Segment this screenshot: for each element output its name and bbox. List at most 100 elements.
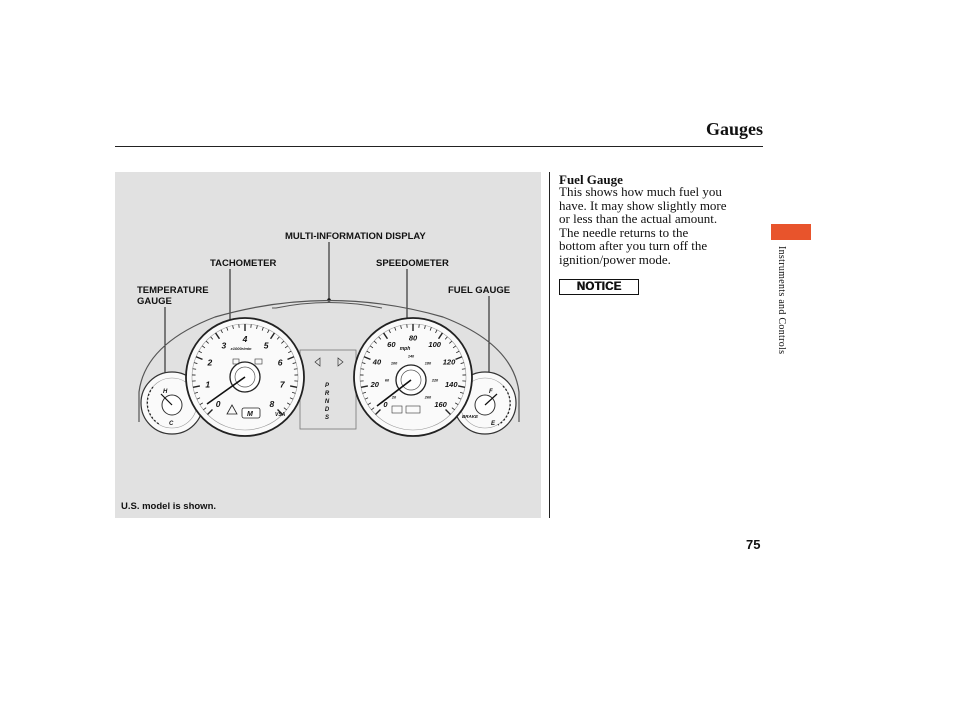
- speed-number: 60: [387, 340, 396, 349]
- callout-temperature-line1: TEMPERATURE: [137, 285, 209, 296]
- speed-tick: [362, 391, 367, 394]
- section-heading: Fuel Gauge: [559, 172, 623, 187]
- tach-tick: [287, 350, 292, 354]
- speed-tick: [455, 350, 460, 354]
- speed-tick: [366, 350, 371, 354]
- tach-multiplier: x1000r/min: [230, 346, 252, 351]
- speed-tick: [367, 402, 372, 406]
- tach-vsa-label: VSA: [275, 412, 286, 418]
- callout-speedometer: SPEEDOMETER: [376, 258, 449, 269]
- tach-tick: [203, 407, 207, 411]
- speed-number: 20: [370, 380, 380, 389]
- speed-tick: [378, 336, 382, 340]
- speed-tick: [452, 345, 457, 349]
- speed-tick: [360, 385, 369, 389]
- speed-tick: [429, 327, 432, 331]
- sidebar-section-label: Instruments and Controls: [776, 246, 787, 355]
- speed-number: 140: [445, 380, 458, 389]
- tach-number: 8: [270, 399, 275, 409]
- speed-tick: [388, 329, 391, 334]
- tach-tick: [256, 325, 258, 329]
- brake-indicator-label: BRAKE: [462, 414, 479, 419]
- speed-tick: [457, 397, 462, 400]
- speed-tick: [424, 325, 426, 329]
- tach-tick: [289, 385, 298, 389]
- gear-p: P: [325, 383, 330, 389]
- tach-tick: [210, 336, 214, 340]
- speed-tick: [394, 327, 397, 331]
- tach-tick: [193, 362, 198, 364]
- speed-tick: [460, 362, 465, 364]
- tach-tick: [293, 368, 298, 370]
- speed-number: 160: [434, 400, 447, 409]
- speed-number: 120: [443, 358, 456, 367]
- tach-tick: [192, 385, 201, 389]
- tach-tick: [276, 336, 280, 340]
- tach-tick: [292, 362, 297, 364]
- tach-tick: [226, 327, 229, 331]
- speed-tick: [369, 345, 374, 349]
- speed-kmh-number: 100: [391, 362, 398, 366]
- speed-unit: mph: [400, 346, 411, 352]
- speed-tick: [375, 409, 381, 415]
- speed-tick: [459, 391, 464, 394]
- column-divider: [549, 172, 550, 518]
- body-line: or less than the actual amount.: [559, 211, 718, 226]
- tach-tick: [195, 356, 203, 361]
- speed-tick: [437, 332, 444, 340]
- title-rule: [115, 146, 763, 147]
- gear-n: N: [325, 399, 330, 405]
- tach-number: 5: [264, 340, 269, 350]
- speed-kmh-number: 220: [431, 379, 439, 383]
- page-number: 75: [746, 537, 761, 552]
- tach-tick: [196, 397, 201, 400]
- callout-temperature-line2: GAUGE: [137, 296, 172, 307]
- speed-tick: [360, 368, 365, 370]
- tach-tick: [267, 329, 270, 334]
- tach-number: 1: [205, 379, 210, 389]
- tach-tick: [291, 391, 296, 394]
- speed-kmh-number: 20: [391, 395, 397, 399]
- gear-d: D: [325, 407, 330, 413]
- fuel-label-f: F: [489, 389, 493, 395]
- notice-label: NOTICE: [576, 281, 622, 293]
- page-title: Gauges: [705, 119, 763, 139]
- speed-kmh-number: 140: [408, 355, 415, 359]
- speed-tick: [361, 362, 366, 364]
- instrument-panel-figure: MULTI-INFORMATION DISPLAY TACHOMETER SPE…: [115, 172, 541, 518]
- tach-tick: [286, 402, 291, 406]
- tach-tick: [205, 340, 209, 344]
- callout-tachometer: TACHOMETER: [210, 258, 277, 269]
- speed-tick: [363, 356, 371, 361]
- tach-tick: [232, 325, 234, 329]
- tach-number: 6: [278, 357, 283, 367]
- gear-r: R: [325, 391, 330, 397]
- body-line: This shows how much fuel you: [559, 184, 722, 199]
- gear-position-indicator: P R N D S: [314, 357, 344, 421]
- gear-s: S: [325, 415, 329, 421]
- speed-tick: [371, 407, 375, 411]
- tach-tick: [277, 409, 283, 415]
- speed-kmh-number: 60: [385, 379, 390, 383]
- temp-label-h: H: [163, 389, 168, 395]
- speed-number: 80: [409, 334, 418, 343]
- speed-tick: [373, 340, 377, 344]
- body-line: have. It may show slightly more: [559, 197, 727, 213]
- body-line: The needle returns to the: [559, 224, 689, 240]
- tach-tick: [284, 345, 289, 349]
- notice-box: NOTICE: [559, 279, 639, 295]
- speed-tick: [449, 340, 453, 344]
- body-line: ignition/power mode.: [559, 251, 671, 267]
- tach-tick: [214, 332, 221, 340]
- tach-tick: [207, 409, 213, 415]
- speed-number: 40: [372, 358, 382, 367]
- speed-tick: [445, 409, 451, 415]
- fuel-label-e: E: [491, 421, 496, 427]
- tach-tick: [198, 350, 203, 354]
- speed-number: 100: [428, 340, 441, 349]
- tach-tick: [220, 329, 223, 334]
- tach-tick: [194, 391, 199, 394]
- tach-tick: [269, 332, 276, 340]
